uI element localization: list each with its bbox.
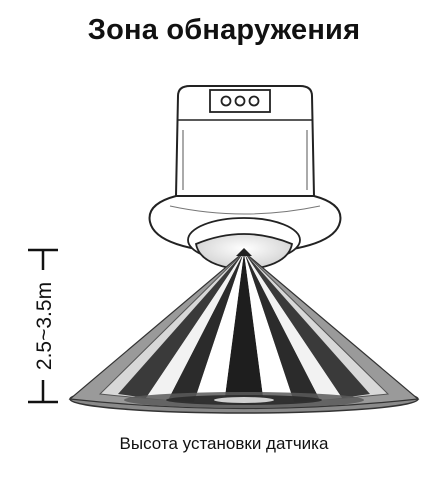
caption: Высота установки датчика [119,434,329,453]
height-label: 2.5~3.5m [33,282,56,370]
height-dimension: 2.5~3.5m [28,248,58,404]
page-title: Зона обнаружения [87,14,361,46]
detection-cone [68,248,420,414]
sensor-device [148,85,342,271]
